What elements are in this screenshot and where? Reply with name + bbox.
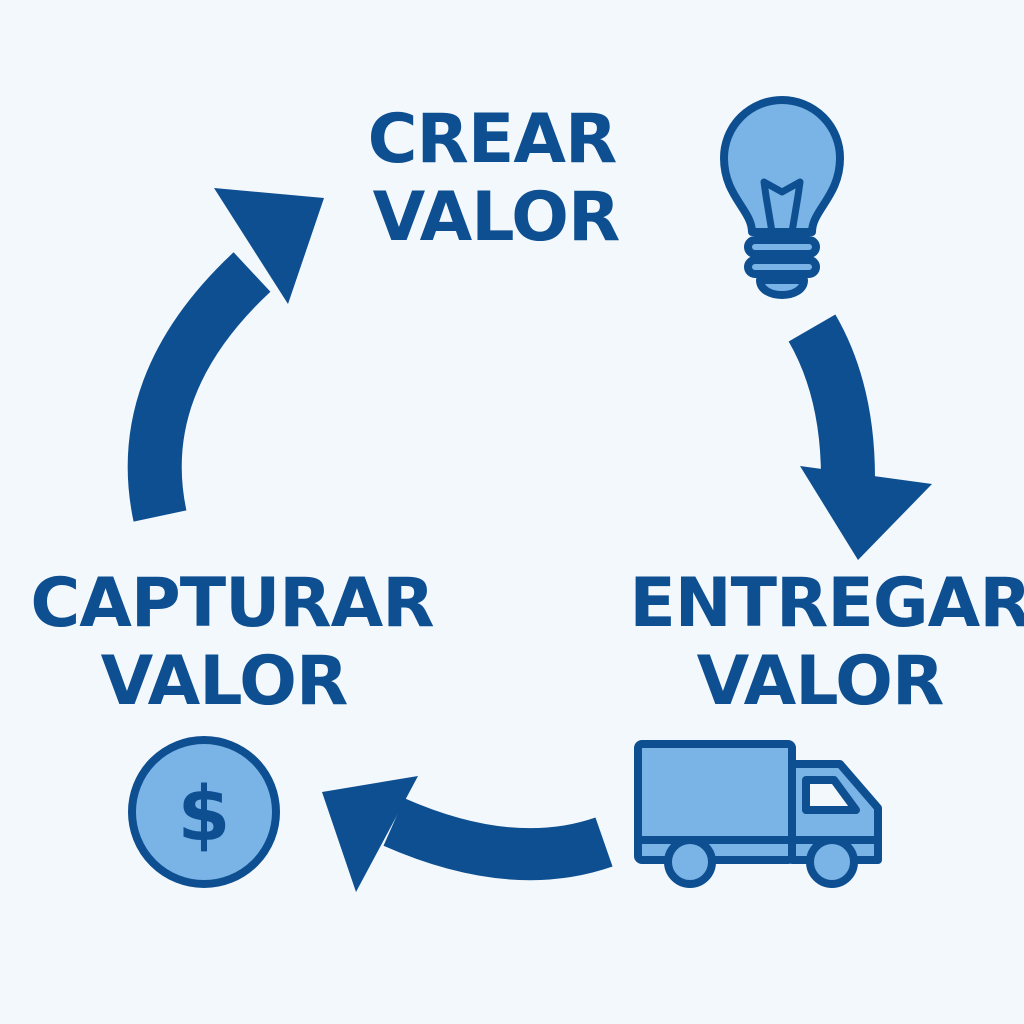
stage-capture-label-line1: CAPTURAR [30, 564, 433, 643]
stage-create-label-line2: VALOR [373, 178, 620, 257]
arrow-deliver-to-capture [322, 776, 613, 892]
delivery-truck-icon [634, 740, 882, 888]
stage-capture: CAPTURAR VALOR [30, 564, 434, 721]
lightbulb-icon [720, 96, 844, 299]
stage-create: CREAR VALOR [368, 100, 621, 257]
stage-capture-label-line2: VALOR [101, 642, 348, 721]
dollar-sign-icon: $ [178, 769, 231, 858]
dollar-coin-icon: $ [128, 736, 280, 888]
stage-create-label-line1: CREAR [368, 100, 617, 179]
arrow-capture-to-create [127, 188, 324, 522]
stage-deliver: ENTREGAR VALOR [629, 564, 1024, 721]
stage-deliver-label-line2: VALOR [697, 642, 944, 721]
stage-deliver-label-line1: ENTREGAR [629, 564, 1024, 643]
arrow-create-to-deliver [788, 314, 932, 560]
